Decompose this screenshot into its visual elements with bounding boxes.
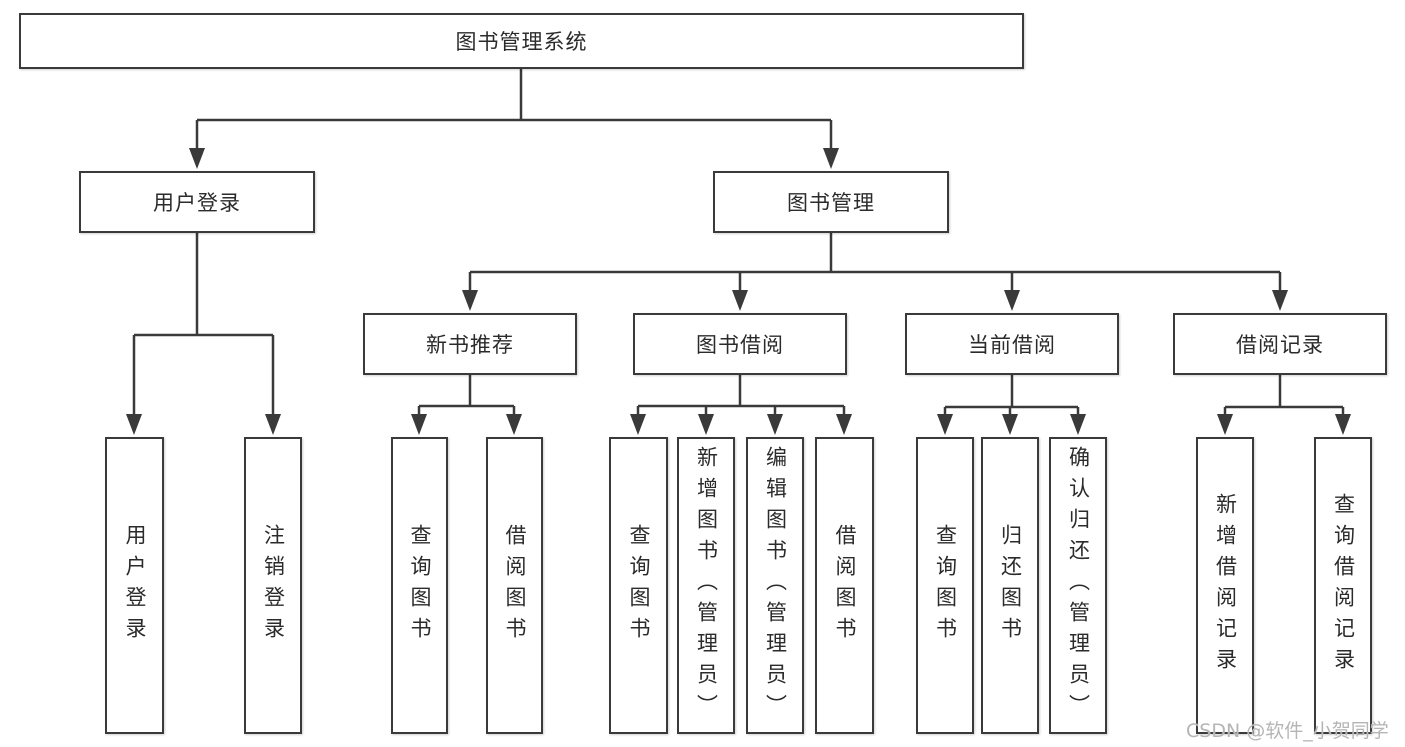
watermark-text: CSDN @软件_小贺同学: [1186, 720, 1389, 742]
node-user-login: 用户登录: [79, 171, 315, 233]
node-leaf-borrow-books-2: 借阅图书: [815, 437, 874, 734]
node-label: 查询图书: [627, 523, 651, 648]
node-label: 注销登录: [261, 523, 286, 648]
node-leaf-user-login: 用户登录: [105, 437, 164, 734]
node-label: 编辑图书（管理员）: [763, 446, 788, 725]
node-label: 图书管理系统: [455, 30, 588, 54]
node-label: 用户登录: [153, 191, 241, 215]
node-leaf-edit-book-admin: 编辑图书（管理员）: [746, 437, 804, 734]
node-leaf-add-book-admin: 新增图书（管理员）: [677, 437, 735, 734]
node-label: 当前借阅: [968, 333, 1056, 357]
connector-root-to-level2: [189, 69, 839, 169]
node-leaf-query-books-2: 查询图书: [609, 437, 668, 734]
node-label: 图书管理: [787, 191, 875, 215]
node-label: 查询借阅记录: [1331, 492, 1356, 679]
node-label: 借阅图书: [833, 523, 857, 648]
node-leaf-borrow-books-1: 借阅图书: [486, 437, 543, 734]
node-leaf-return-books: 归还图书: [981, 437, 1039, 734]
connector-user-login-children: [126, 233, 281, 435]
connector-book-management-sections: [462, 233, 1288, 311]
node-leaf-query-borrow-record: 查询借阅记录: [1314, 437, 1372, 734]
node-label: 确认归还（管理员）: [1066, 446, 1091, 725]
connector-current-borrow-children: [937, 375, 1086, 435]
connector-borrow-record-children: [1217, 375, 1351, 435]
node-book-management: 图书管理: [713, 171, 949, 233]
node-leaf-logout: 注销登录: [244, 437, 302, 734]
node-label: 新增图书（管理员）: [694, 446, 719, 725]
node-book-borrowing: 图书借阅: [633, 313, 847, 375]
node-label: 新增借阅记录: [1213, 492, 1238, 679]
node-label: 归还图书: [998, 523, 1023, 648]
node-label: 查询图书: [408, 523, 432, 648]
node-label: 借阅记录: [1236, 333, 1324, 357]
node-label: 图书借阅: [696, 333, 784, 357]
node-current-borrowing: 当前借阅: [905, 313, 1119, 375]
node-leaf-add-borrow-record: 新增借阅记录: [1196, 437, 1254, 734]
connector-new-book-children: [411, 375, 522, 435]
node-label: 借阅图书: [503, 523, 527, 648]
node-label: 查询图书: [933, 523, 958, 648]
node-borrowing-records: 借阅记录: [1173, 313, 1387, 375]
node-label: 用户登录: [123, 523, 147, 648]
node-leaf-query-books-1: 查询图书: [391, 437, 448, 734]
node-label: 新书推荐: [426, 333, 514, 357]
node-leaf-confirm-return-admin: 确认归还（管理员）: [1049, 437, 1107, 734]
node-leaf-query-books-3: 查询图书: [916, 437, 974, 734]
node-new-book-recommendation: 新书推荐: [363, 313, 577, 375]
connector-book-borrow-children: [630, 375, 852, 435]
node-library-management-system: 图书管理系统: [19, 13, 1024, 69]
